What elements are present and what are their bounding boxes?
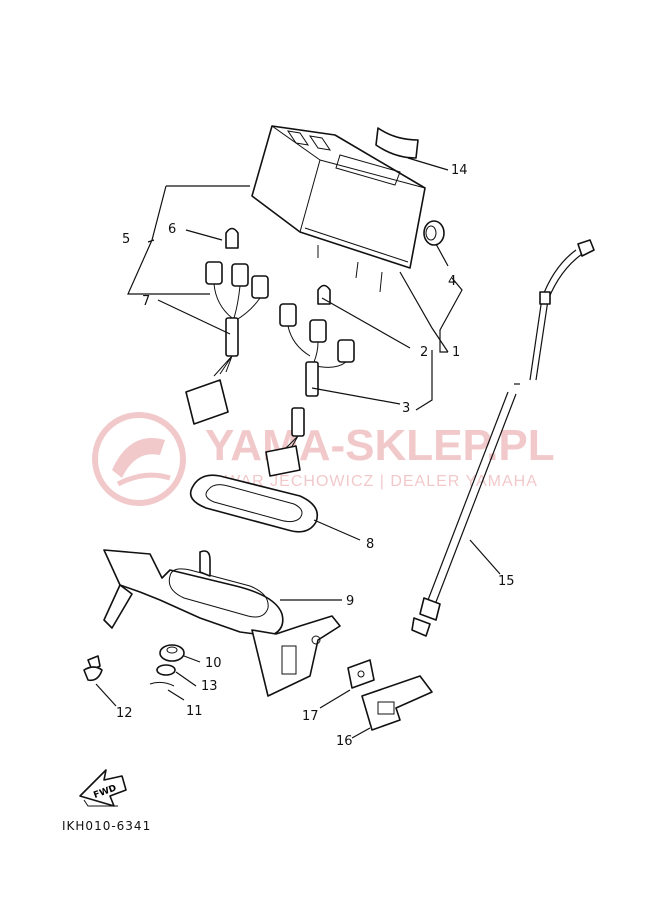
part-11-clip: [149, 681, 175, 687]
diagram-code: IKH010-6341: [62, 819, 151, 833]
part-2-bulb: [317, 284, 331, 305]
part-12-screw: [83, 655, 103, 682]
label-6: 6: [168, 222, 176, 237]
label-14: 14: [451, 163, 468, 178]
label-3: 3: [402, 401, 410, 416]
part-6-bulb: [225, 227, 239, 249]
label-2: 2: [420, 345, 428, 360]
part-10-grommet: [159, 644, 185, 662]
part-13-washer: [156, 664, 176, 676]
part-15-cable: [411, 239, 595, 637]
label-8: 8: [366, 537, 374, 552]
label-17: 17: [302, 709, 319, 724]
label-1: 1: [452, 345, 460, 360]
label-12: 12: [116, 706, 133, 721]
watermark: YAMA-SKLEP.PL WAR JECHOWICZ | DEALER YAM…: [92, 412, 555, 506]
label-9: 9: [346, 594, 354, 609]
label-16: 16: [336, 734, 353, 749]
part-3-harness: [265, 303, 355, 477]
label-7: 7: [142, 294, 150, 309]
fwd-arrow: FWD: [79, 769, 127, 807]
part-labels: 1 2 3 4 5 6 7 8 9 10 11 12 13 14 15 16 1…: [116, 163, 515, 749]
label-5: 5: [122, 232, 130, 247]
part-7-harness: [185, 261, 269, 425]
part-16-clamp: [361, 675, 433, 731]
label-4: 4: [448, 274, 456, 289]
label-13: 13: [201, 679, 218, 694]
watermark-subtitle: WAR JECHOWICZ | DEALER YAMAHA: [225, 473, 538, 490]
label-15: 15: [498, 574, 515, 589]
part-9-bracket: [103, 549, 341, 697]
part-4-knob: [423, 220, 445, 246]
part-17-plate: [347, 659, 375, 689]
label-10: 10: [205, 656, 222, 671]
part-14-cover: [375, 127, 419, 159]
leader-lines: [95, 157, 501, 739]
label-11: 11: [186, 704, 203, 719]
part-8-gasket: [189, 474, 319, 533]
part-1-speedometer: [251, 125, 426, 293]
watermark-logo: [92, 412, 186, 506]
